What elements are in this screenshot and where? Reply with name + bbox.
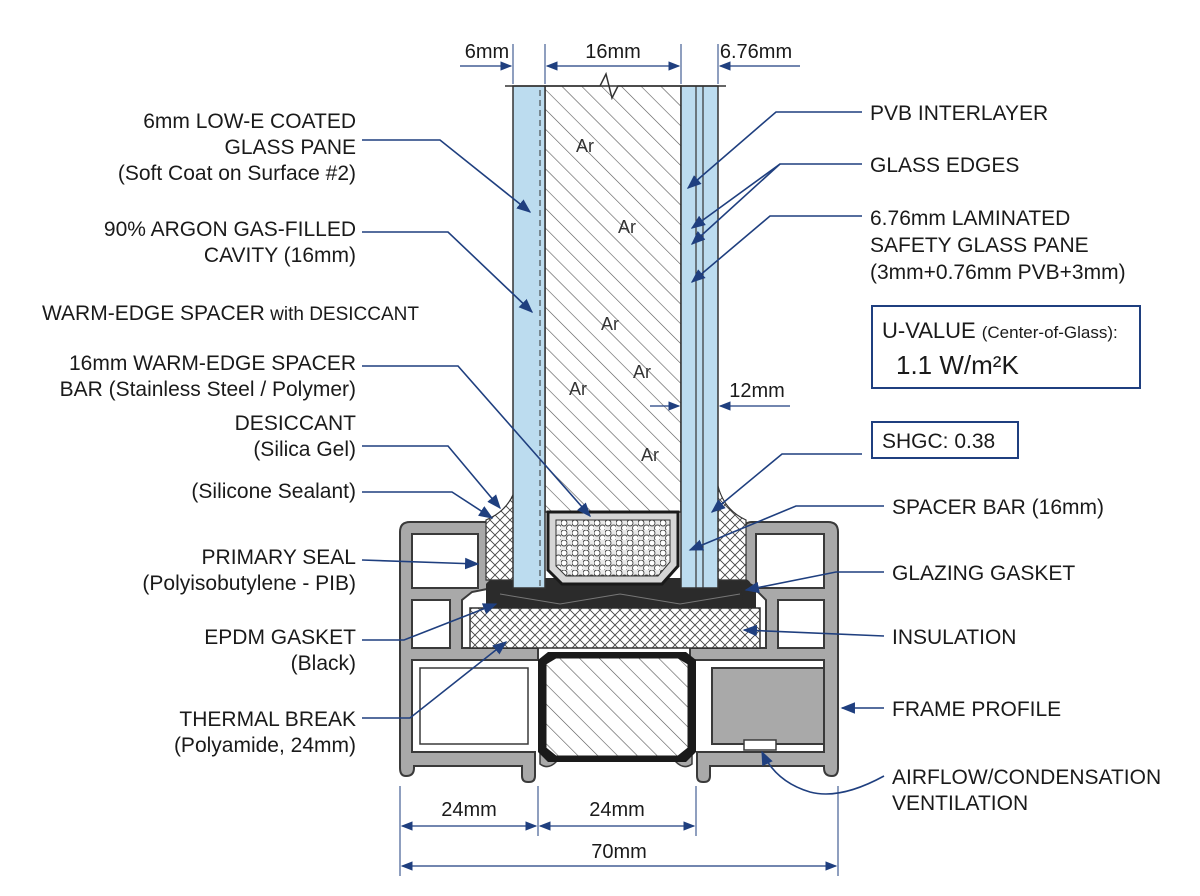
insulation-strip [469,607,761,649]
label-primary-2: (Polyisobutylene - PIB) [142,572,356,595]
uvalue-label: U-VALUE(Center-of-Glass): [882,318,1118,343]
label-primary-1: PRIMARY SEAL [202,546,356,569]
label-pvb: PVB INTERLAYER [870,102,1048,125]
label-epdm-2: (Black) [291,652,356,675]
argon-symbol-5: Ar [569,379,587,399]
argon-symbol-1: Ar [576,136,594,156]
left-leaders [361,139,591,719]
label-desiccant-2: (Silica Gel) [253,438,356,461]
label-argon-2: CAVITY (16mm) [204,244,356,267]
uvalue-value: 1.1 W/m²K [896,350,1019,380]
label-spacer-bar-2: BAR (Stainless Steel / Polymer) [60,378,356,401]
laminated-glass-pane [680,85,719,589]
top-dimensions: 6mm 16mm 6.76mm [460,41,800,84]
label-insulation: INSULATION [892,626,1016,649]
right-leaders [686,111,885,795]
label-epdm-1: EPDM GASKET [204,626,356,649]
label-spacer-bar-right: SPACER BAR (16mm) [892,496,1104,519]
thermal-break [538,652,696,762]
left-labels: 6mm LOW-E COATED GLASS PANE (Soft Coat o… [42,110,419,757]
label-silicone: (Silicone Sealant) [191,480,356,503]
dim-24mm-left: 24mm [441,799,497,821]
label-lowe-1: 6mm LOW-E COATED [143,110,356,133]
dim-24mm-mid: 24mm [589,799,645,821]
uvalue-box: U-VALUE(Center-of-Glass): 1.1 W/m²K [871,305,1141,389]
label-thermal-1: THERMAL BREAK [179,708,356,731]
label-spacer-bar-1: 16mm WARM-EDGE SPACER [69,352,356,375]
argon-symbol-4: Ar [633,362,651,382]
dim-6mm: 6mm [465,41,509,63]
dim-16mm: 16mm [585,41,641,63]
shgc-box: SHGC: 0.38 [871,421,1019,459]
label-airflow-2: VENTILATION [892,792,1028,815]
label-lowe-3: (Soft Coat on Surface #2) [118,162,356,185]
label-lam-3: (3mm+0.76mm PVB+3mm) [870,261,1126,284]
label-frame-profile: FRAME PROFILE [892,698,1061,721]
label-warm-edge: WARM-EDGE SPACER with DESICCANT [42,302,419,325]
argon-cavity [544,85,682,513]
label-desiccant-1: DESICCANT [235,412,357,435]
argon-symbol-2: Ar [618,217,636,237]
dim-6-76mm: 6.76mm [720,41,792,63]
frame-profile [399,521,839,783]
label-glazing-gasket: GLAZING GASKET [892,562,1075,585]
bottom-dimensions: 24mm 24mm 70mm [399,786,839,876]
label-glass-edges: GLASS EDGES [870,154,1019,177]
label-argon-1: 90% ARGON GAS-FILLED [104,218,356,241]
dim-12mm: 12mm [729,380,785,402]
label-lam-2: SAFETY GLASS PANE [870,234,1089,257]
label-lam-1: 6.76mm LAMINATED [870,207,1070,230]
label-thermal-2: (Polyamide, 24mm) [174,734,356,757]
dim-70mm: 70mm [591,841,647,863]
label-airflow-1: AIRFLOW/CONDENSATION [892,766,1161,789]
argon-symbol-6: Ar [641,445,659,465]
desiccant [555,519,671,577]
argon-symbol-3: Ar [601,314,619,334]
right-labels: PVB INTERLAYER GLASS EDGES 6.76mm LAMINA… [870,102,1161,815]
label-lowe-2: GLASS PANE [225,136,357,159]
shgc-value: SHGC: 0.38 [882,430,995,453]
silicone-sealant-left [485,485,517,581]
